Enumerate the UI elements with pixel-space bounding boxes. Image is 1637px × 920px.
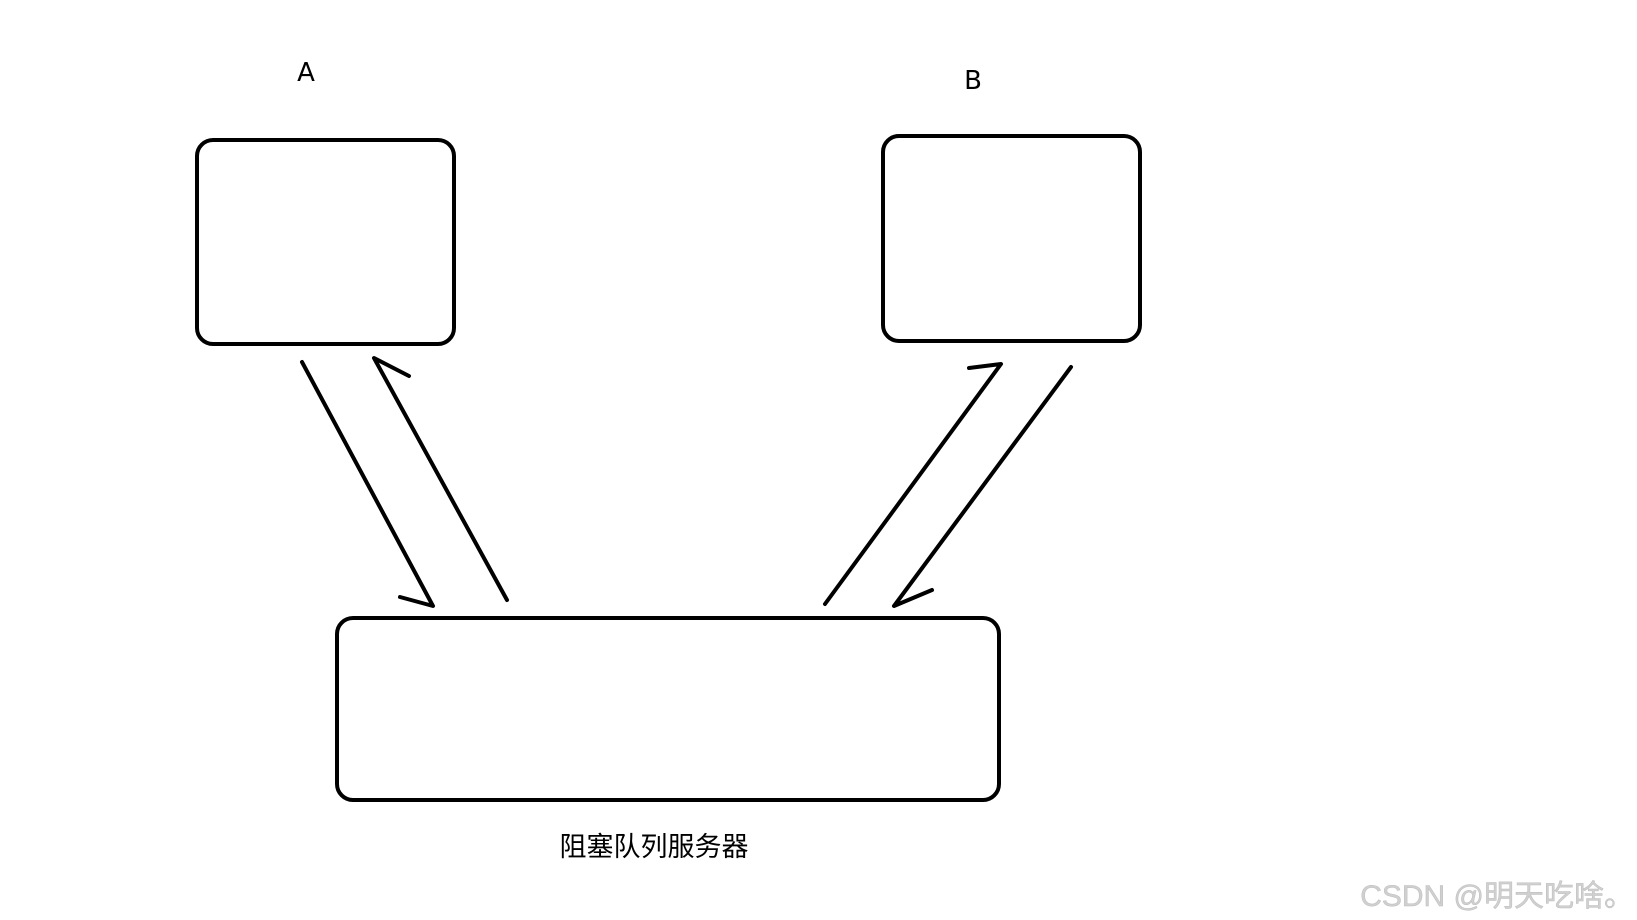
- watermark: CSDN @明天吃啥。: [1360, 880, 1634, 913]
- node-b-label: B: [964, 66, 982, 96]
- arrow-b-to-server: [892, 365, 1073, 608]
- arrow-server-to-a: [372, 356, 509, 602]
- server-label: 阻塞队列服务器: [560, 832, 749, 863]
- arrow-a-to-server: [300, 360, 435, 608]
- node-b-box: [881, 134, 1142, 343]
- node-a-label: A: [297, 58, 315, 88]
- arrow-server-to-b: [823, 362, 1003, 606]
- server-box: [335, 616, 1001, 802]
- node-a-box: [195, 138, 456, 346]
